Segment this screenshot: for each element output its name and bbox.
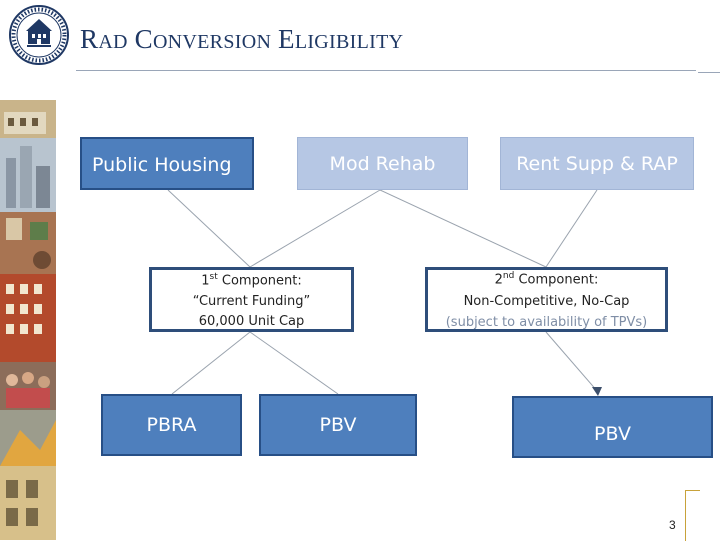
public-housing-label: Public Housing	[92, 154, 232, 176]
pbv-right-box: PBV	[512, 396, 713, 458]
slide-title: RAD CONVERSION ELIGIBILITY	[80, 24, 404, 54]
mod-rehab-label: Mod Rehab	[329, 152, 436, 175]
hud-seal-icon	[9, 5, 69, 65]
second-component-note: (subject to availability of TPVs)	[445, 314, 648, 330]
page-number: 3	[669, 518, 676, 532]
mod-rehab-box: Mod Rehab	[297, 137, 468, 190]
first-component-box: 1st Component: “Current Funding” 60,000 …	[149, 267, 354, 332]
first-component-funding: “Current Funding”	[192, 293, 311, 309]
pbv-left-label: PBV	[319, 414, 357, 436]
first-component-heading: 1st Component:	[201, 272, 302, 289]
first-component-cap: 60,000 Unit Cap	[198, 313, 305, 329]
pbv-left-box: PBV	[259, 394, 417, 456]
title-underline-tail	[698, 72, 720, 73]
pbra-label: PBRA	[146, 414, 197, 436]
pbv-right-label: PBV	[594, 423, 631, 445]
second-component-type: Non-Competitive, No-Cap	[463, 293, 630, 309]
pbra-box: PBRA	[101, 394, 242, 456]
title-underline	[76, 70, 696, 71]
public-housing-box: Public Housing	[80, 137, 254, 190]
rent-supp-rap-box: Rent Supp & RAP	[500, 137, 694, 190]
second-component-heading: 2nd Component:	[494, 271, 599, 288]
rent-supp-rap-label: Rent Supp & RAP	[516, 152, 678, 175]
housing-photo-strip	[0, 100, 56, 540]
second-component-box: 2nd Component: Non-Competitive, No-Cap (…	[425, 267, 668, 332]
page-corner-rule	[685, 490, 700, 541]
